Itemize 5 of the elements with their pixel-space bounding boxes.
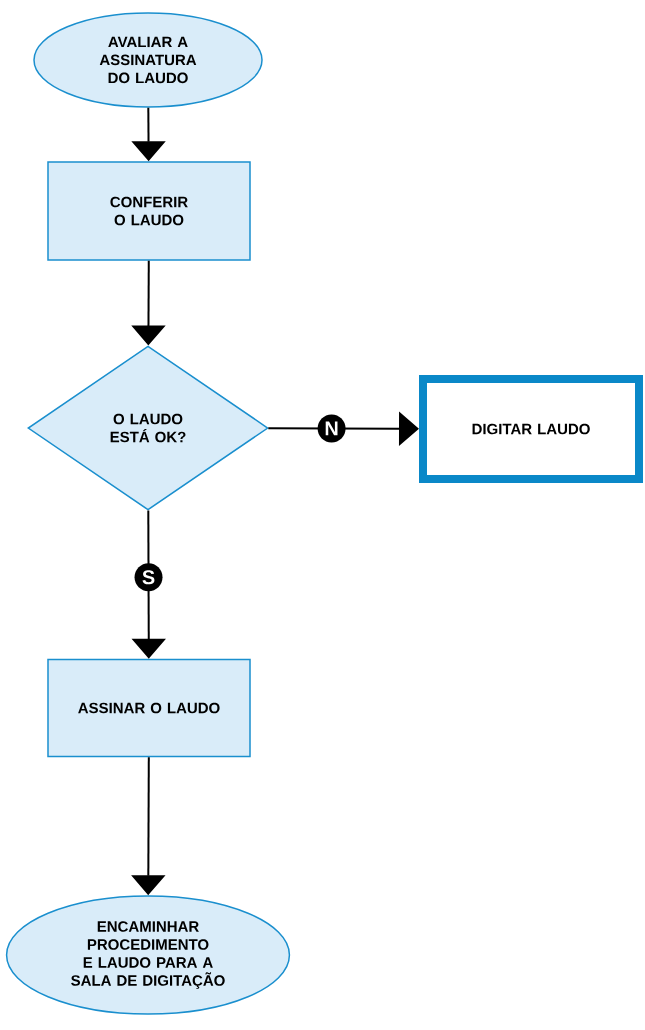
process-box: DIGITAR LAUDO	[419, 375, 643, 483]
process-box: ASSINAR O LAUDO	[47, 658, 251, 758]
edge-label: S	[142, 570, 155, 585]
process-box: CONFERIR O LAUDO	[47, 161, 251, 261]
edge-label: N	[325, 421, 338, 436]
